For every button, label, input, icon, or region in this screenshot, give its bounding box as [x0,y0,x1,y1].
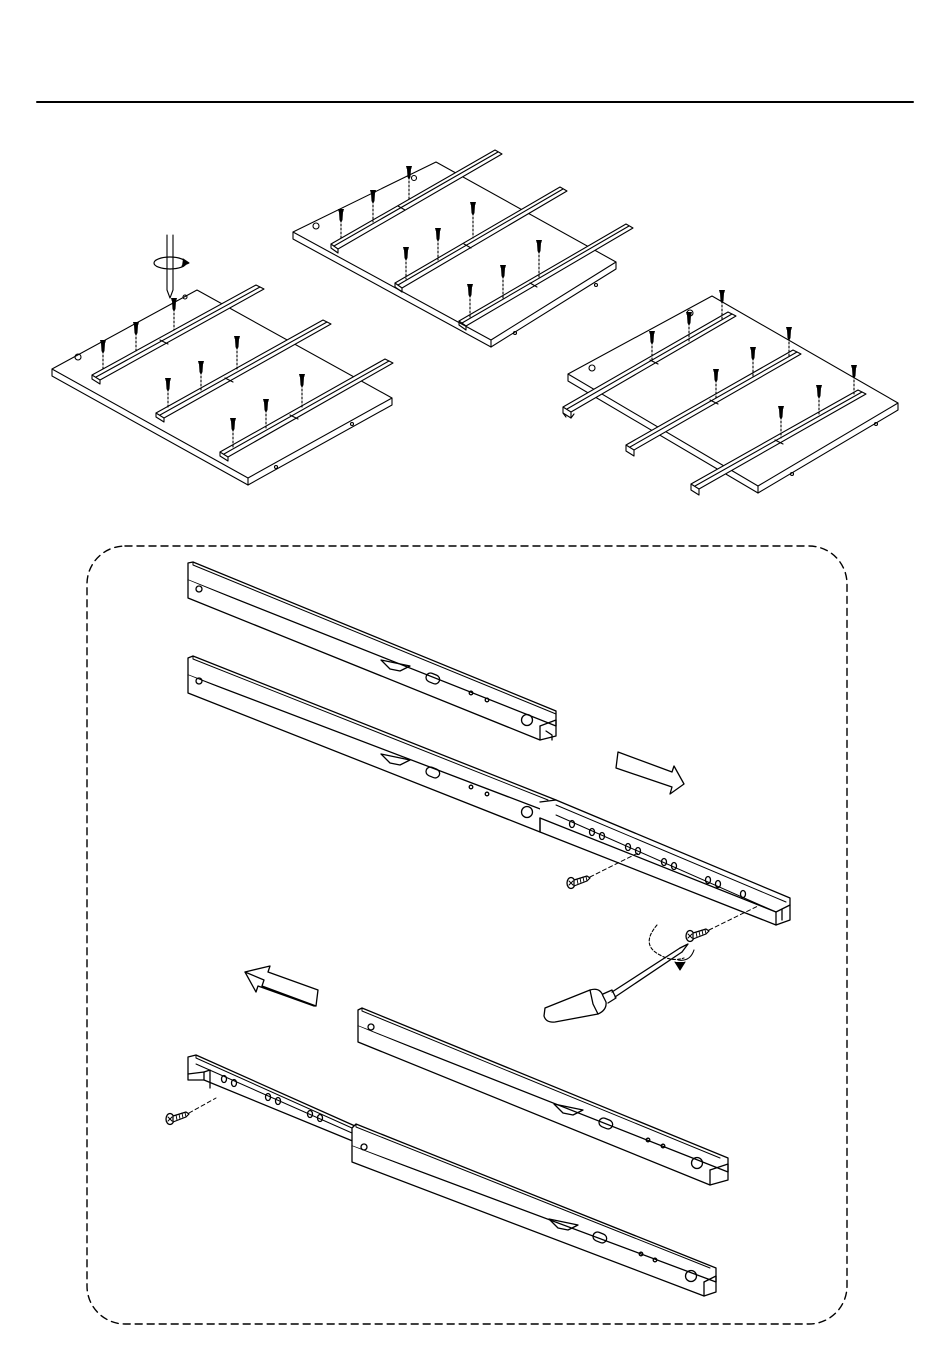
direction-arrow-icon [616,752,684,794]
slide-rail-icon [188,1055,716,1296]
rotation-arrow-icon [154,235,189,298]
panel-center [293,150,633,347]
screw-icon [567,876,590,889]
screw-icon [686,929,709,942]
screw-icon [166,1112,189,1125]
panel-right [563,290,898,495]
direction-arrow-icon [245,966,318,1006]
screwdriver-icon [544,944,688,1022]
panel-left [52,235,393,485]
